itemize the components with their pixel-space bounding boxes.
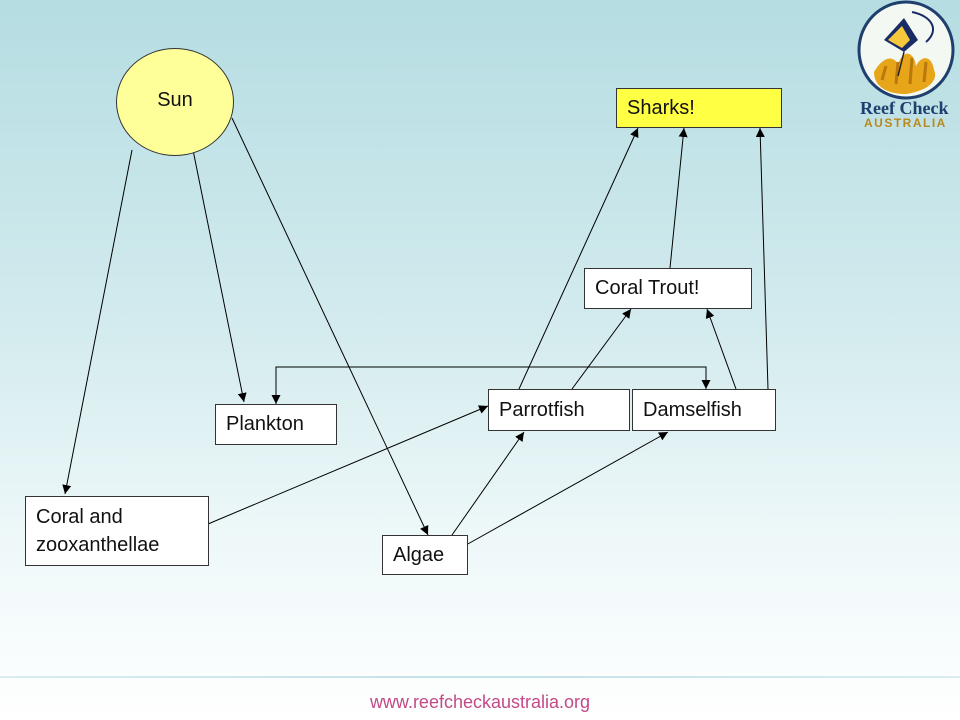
footer-divider (0, 676, 960, 678)
node-coral-trout-label: Coral Trout! (595, 277, 700, 299)
node-algae: Algae (382, 535, 468, 575)
node-parrotfish-label: Parrotfish (499, 398, 585, 421)
node-damselfish: Damselfish (632, 389, 776, 431)
node-parrotfish: Parrotfish (488, 389, 630, 431)
logo-text-line2: AUSTRALIA (864, 116, 947, 130)
node-coral-trout: Coral Trout! (584, 268, 752, 309)
node-coral-label-line1: Coral and (36, 506, 123, 528)
node-plankton-label: Plankton (226, 413, 304, 435)
edge-sun-algae (231, 117, 429, 536)
edge-algae-parrotfish (451, 431, 525, 536)
node-sun-label: Sun (157, 88, 193, 111)
edge-plankton-damselfish (271, 366, 711, 404)
node-coral-label-line2: zooxanthellae (36, 534, 160, 556)
node-damselfish-label: Damselfish (643, 398, 742, 421)
logo-text-line1: Reef Check (860, 98, 948, 118)
edge-damselfish-coraltrout (705, 308, 737, 390)
node-plankton: Plankton (215, 404, 337, 445)
node-coral-zooxanthellae: Coral and zooxanthellae (25, 496, 209, 566)
node-algae-label: Algae (393, 543, 445, 566)
edge-parrotfish-coraltrout (571, 308, 632, 390)
node-sharks-label: Sharks! (627, 96, 695, 119)
edge-sun-coral (62, 149, 133, 495)
reef-check-logo (857, 0, 955, 100)
edge-sun-plankton (192, 149, 247, 403)
edge-damselfish-sharks (755, 127, 769, 390)
edge-coral-parrotfish (207, 405, 489, 525)
footer-url[interactable]: www.reefcheckaustralia.org (369, 692, 591, 712)
node-sharks: Sharks! (616, 88, 782, 128)
node-coral-label: Coral and zooxanthellae (36, 503, 159, 559)
edge-algae-damselfish (465, 431, 669, 546)
edge-parrotfish-sharks (518, 127, 639, 390)
node-sun: Sun (116, 48, 234, 156)
edge-coraltrout-sharks (669, 127, 688, 269)
